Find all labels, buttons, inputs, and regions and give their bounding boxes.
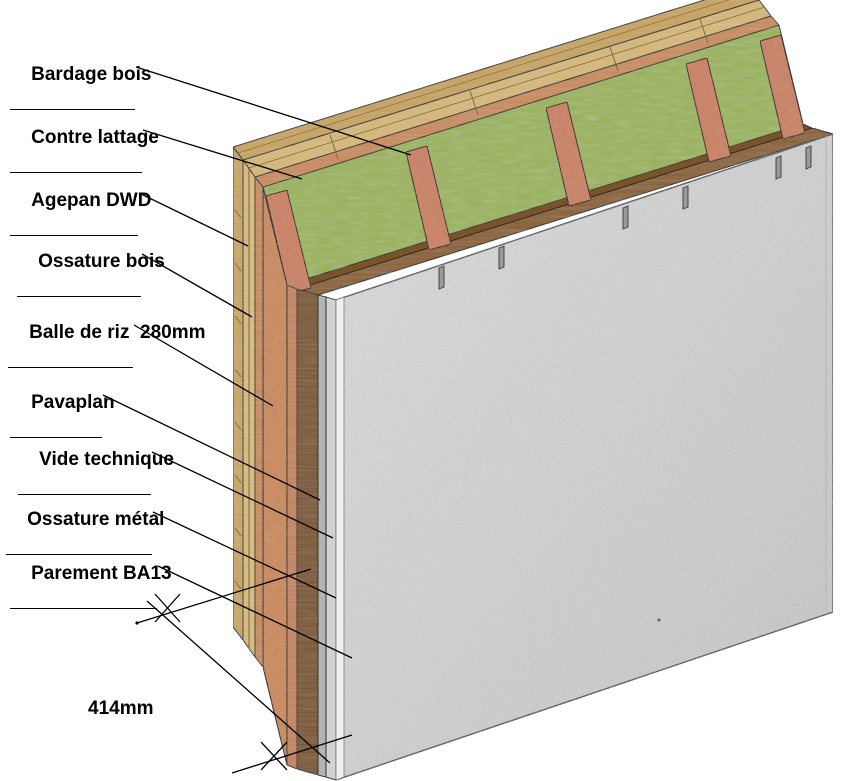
dimension-value-label: 414mm [88, 698, 154, 719]
layer-ossature-bois [262, 186, 288, 766]
dimension-414mm [135, 568, 353, 774]
label-balle-de-riz-text: Balle de riz 280mm [29, 322, 206, 343]
label-parement-ba13: Parement BA13 [10, 541, 172, 653]
label-ossature-bois-rule [17, 296, 141, 297]
top-studs-ossature-bois [265, 34, 806, 295]
metal-track-1 [438, 265, 445, 290]
label-ossature-bois-text: Ossature bois [38, 251, 165, 272]
label-pavaplan-rule [10, 437, 102, 438]
layer-pavaplan [286, 284, 298, 770]
wall-model [232, 0, 835, 781]
stud-top-4 [685, 57, 732, 163]
layer-bardage-bois [232, 145, 244, 642]
layer-agepan-dwd [254, 175, 264, 669]
label-balle-de-riz: Balle de riz 280mm [8, 300, 206, 412]
dimension-witness-lower [231, 734, 353, 774]
leader-ossature-bois [141, 253, 253, 318]
bardage-seam-1 [237, 0, 730, 154]
metal-track-3 [622, 205, 629, 230]
stud-top-5 [759, 34, 806, 140]
label-pavaplan-text: Pavaplan [31, 392, 115, 413]
left-section-face [232, 145, 337, 781]
leader-bardage-bois [135, 66, 412, 156]
leader-pavaplan [102, 394, 321, 501]
metal-track-5 [805, 145, 812, 170]
label-contre-lattage-text: Contre lattage [31, 127, 159, 148]
leader-balle-de-riz [133, 324, 274, 407]
label-ossature-bois: Ossature bois [17, 229, 165, 341]
layer-ossature-metal [317, 294, 327, 778]
dimension-witness-upper [136, 568, 312, 624]
top-batten-joints [329, 18, 709, 160]
label-ossature-metal-rule [6, 554, 152, 555]
label-bardage-bois-rule [10, 109, 135, 110]
label-agepan-dwd-rule [10, 235, 138, 236]
leader-ossature-metal [152, 511, 337, 599]
label-contre-lattage: Contre lattage [10, 105, 159, 217]
layer-parement-ba13-edge [325, 296, 337, 781]
label-parement-ba13-text: Parement BA13 [31, 563, 172, 584]
stud-top-3 [545, 101, 592, 207]
batten-seam-1 [248, 6, 766, 169]
label-bardage-bois-text: Bardage bois [31, 64, 152, 85]
label-vide-technique-rule [18, 494, 151, 495]
label-bardage-bois: Bardage bois [10, 42, 152, 154]
metal-track-4 [682, 185, 689, 210]
label-vide-technique-text: Vide technique [39, 449, 174, 470]
leader-contre-lattage [142, 129, 303, 180]
label-vide-technique: Vide technique [18, 427, 174, 539]
leader-lines [102, 66, 412, 659]
label-contre-lattage-rule [10, 172, 142, 173]
label-ossature-metal-text: Ossature métal [27, 509, 165, 530]
panel-speck [657, 618, 661, 622]
dimension-tick-lower [260, 741, 288, 771]
label-pavaplan: Pavaplan [10, 370, 115, 482]
metal-track-2 [498, 245, 505, 270]
metal-track-6 [775, 155, 782, 180]
label-ossature-metal: Ossature métal [6, 487, 164, 599]
dimension-tick-upper [154, 593, 181, 623]
leader-agepan-dwd [138, 192, 249, 247]
leader-vide-technique [151, 451, 334, 539]
bardage-grooves [234, 209, 242, 590]
top-face [232, 0, 835, 296]
leader-parement-ba13 [157, 565, 353, 659]
metal-tracks [438, 145, 812, 290]
label-balle-de-riz-rule [8, 367, 133, 368]
dimension-line [146, 600, 331, 764]
stud-top-2 [405, 145, 452, 251]
dimension-origin-dot [135, 621, 139, 625]
label-agepan-dwd: Agepan DWD [10, 168, 151, 280]
layer-vide-technique [296, 288, 319, 776]
label-agepan-dwd-text: Agepan DWD [31, 190, 152, 211]
parement-ba13-face [335, 133, 834, 781]
label-parement-ba13-rule [10, 608, 157, 609]
ba13-left-highlight [335, 296, 345, 781]
